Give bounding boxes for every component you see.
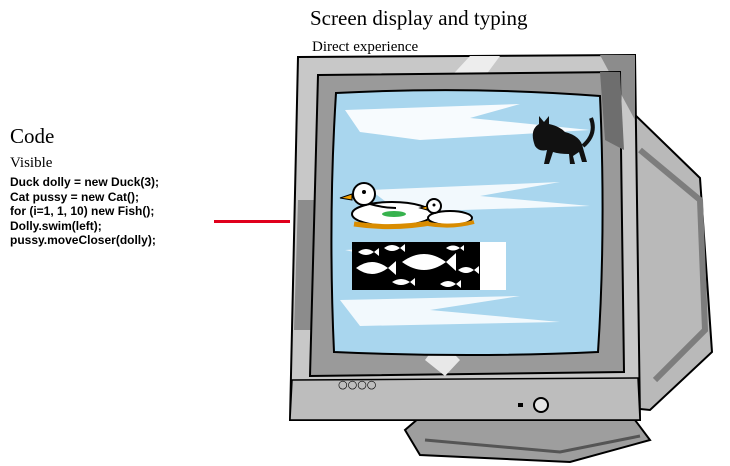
code-block: Duck dolly = new Duck(3); Cat pussy = ne… [10, 175, 159, 248]
code-section-title: Code [10, 124, 54, 148]
screen-section-title: Screen display and typing [310, 6, 528, 30]
code-line: Duck dolly = new Duck(3); [10, 175, 159, 190]
screen-section-subtitle: Direct experience [312, 38, 418, 56]
code-line: pussy.moveCloser(dolly); [10, 233, 159, 248]
code-to-screen-connector [214, 220, 290, 223]
fish-school [352, 242, 506, 290]
code-section-subtitle: Visible [10, 154, 52, 172]
code-line: Cat pussy = new Cat(); [10, 190, 159, 205]
code-line: for (i=1, 1, 10) new Fish(); [10, 204, 159, 219]
code-line: Dolly.swim(left); [10, 219, 159, 234]
panel-buttons: ○○○○ [338, 378, 376, 391]
